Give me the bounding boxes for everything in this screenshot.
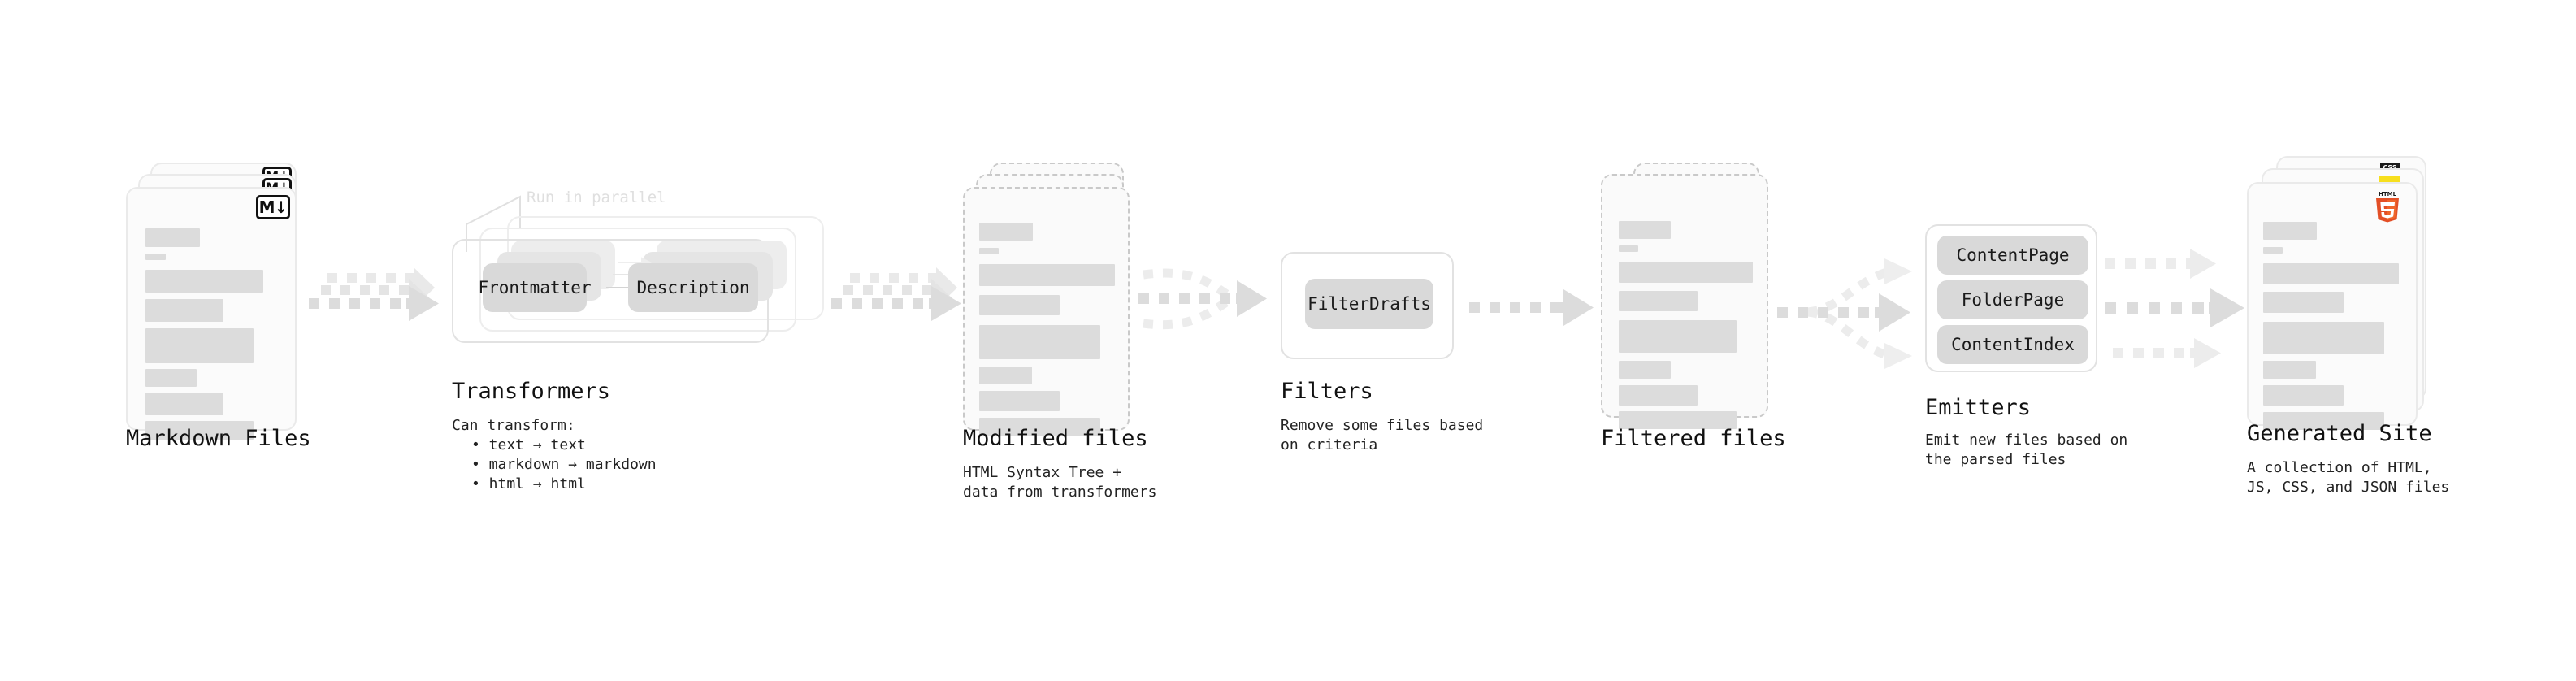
modified-files-card-stack <box>963 163 1158 436</box>
skeleton-line <box>145 393 223 415</box>
skeleton-line <box>1619 221 1671 239</box>
generated-site-card-front <box>2247 182 2418 430</box>
stage-title-transformers: Transformers <box>452 379 611 404</box>
generated-site-subtitle: A collection of HTML, JS, CSS, and JSON … <box>2247 459 2450 496</box>
skeleton-line <box>145 369 197 387</box>
skeleton-line <box>145 421 254 440</box>
connector-emitters-to-site <box>2105 249 2244 368</box>
skeleton-line <box>145 299 223 322</box>
skeleton-line <box>1619 411 1737 429</box>
stage-title-filters: Filters <box>1281 379 1373 404</box>
skeleton-line <box>2263 222 2317 240</box>
modified-files-subtitle: HTML Syntax Tree + data from transformer… <box>963 464 1157 501</box>
stage-title-filtered-files: Filtered files <box>1601 426 1786 451</box>
filters-subtitle: Remove some files based on criteria <box>1281 417 1484 453</box>
skeleton-line <box>1619 262 1753 283</box>
skeleton-line <box>145 254 166 260</box>
stage-title-markdown-files: Markdown Files <box>126 426 311 451</box>
skeleton-line <box>1619 385 1698 406</box>
skeleton-line <box>1619 320 1737 353</box>
run-in-parallel-leader-line <box>466 195 521 252</box>
skeleton-line <box>145 270 263 293</box>
emitter-chip-contentpage[interactable]: ContentPage <box>1937 236 2088 275</box>
transformer-group-box-back-1 <box>479 228 796 332</box>
connector-markdown-to-transformers <box>309 267 439 321</box>
filtered-files-card-stack <box>1601 163 1796 431</box>
skeleton-line <box>2263 247 2283 254</box>
transformers-group: Run in parallel Frontmatter Description <box>452 189 826 356</box>
transformer-chip-description[interactable]: Description <box>628 263 758 312</box>
svg-text:CSS: CSS <box>2383 164 2396 171</box>
stage-title-modified-files: Modified files <box>963 426 1148 451</box>
filtered-file-card-front <box>1601 174 1768 429</box>
skeleton-line <box>979 223 1033 241</box>
transformers-bullet-list: • text → text • markdown → markdown • ht… <box>460 436 657 494</box>
skeleton-line <box>979 264 1115 286</box>
transformer-chip-frontmatter[interactable]: Frontmatter <box>478 263 592 312</box>
skeleton-line <box>2263 263 2399 284</box>
skeleton-line <box>145 328 254 363</box>
connector-filters-to-filtered <box>1469 289 1594 326</box>
bullet-item: • html → html <box>471 475 586 492</box>
skeleton-line <box>2263 385 2344 406</box>
generated-site-card-stack: CSS HTML <box>2247 156 2458 432</box>
bullet-item: • text → text <box>471 436 586 453</box>
skeleton-line <box>979 325 1100 359</box>
skeleton-line <box>979 248 999 254</box>
connector-transformers-to-modified <box>831 267 961 321</box>
markdown-logo-icon: M↓ <box>256 195 290 219</box>
skeleton-line <box>1619 361 1671 379</box>
skeleton-line <box>979 391 1060 411</box>
skeleton-line <box>1619 291 1698 311</box>
connector-modified-to-filters <box>1138 268 1267 330</box>
skeleton-line <box>2263 361 2316 379</box>
modified-file-card-front <box>963 187 1130 436</box>
chip-label: FilterDrafts <box>1308 294 1431 314</box>
skeleton-line <box>1619 245 1638 252</box>
svg-text:HTML: HTML <box>2379 191 2397 197</box>
skeleton-line <box>2263 322 2384 354</box>
stage-title-generated-site: Generated Site <box>2247 421 2432 446</box>
skeleton-line <box>2263 412 2384 430</box>
run-in-parallel-note: Run in parallel <box>527 189 666 206</box>
filter-chip-filterdrafts[interactable]: FilterDrafts <box>1305 279 1433 329</box>
chip-label: Description <box>636 278 750 297</box>
chip-label: Frontmatter <box>478 278 592 297</box>
stage-title-emitters: Emitters <box>1925 395 2032 420</box>
bullet-item: • markdown → markdown <box>471 456 657 473</box>
connector-filtered-to-emitters <box>1777 258 1912 369</box>
html5-logo-icon: HTML <box>2376 191 2399 223</box>
emitters-group-box: ContentPage FolderPage ContentIndex <box>1925 224 2097 372</box>
markdown-file-card-front <box>126 187 297 440</box>
markdown-files-card-stack: M↓ M↓ M↓ <box>126 163 321 440</box>
chip-label: ContentIndex <box>1951 335 2075 354</box>
chip-label: ContentPage <box>1956 245 2070 265</box>
skeleton-line <box>979 418 1100 436</box>
skeleton-line <box>979 367 1032 384</box>
skeleton-line <box>145 228 200 247</box>
skeleton-line <box>2263 292 2344 313</box>
filters-group-box: FilterDrafts <box>1281 252 1454 359</box>
transformers-subtitle: Can transform: <box>452 417 575 434</box>
emitter-chip-folderpage[interactable]: FolderPage <box>1937 280 2088 319</box>
chip-label: FolderPage <box>1961 290 2065 310</box>
emitters-subtitle: Emit new files based on the parsed files <box>1925 432 2128 468</box>
skeleton-line <box>979 295 1060 315</box>
emitter-chip-contentindex[interactable]: ContentIndex <box>1937 325 2088 364</box>
